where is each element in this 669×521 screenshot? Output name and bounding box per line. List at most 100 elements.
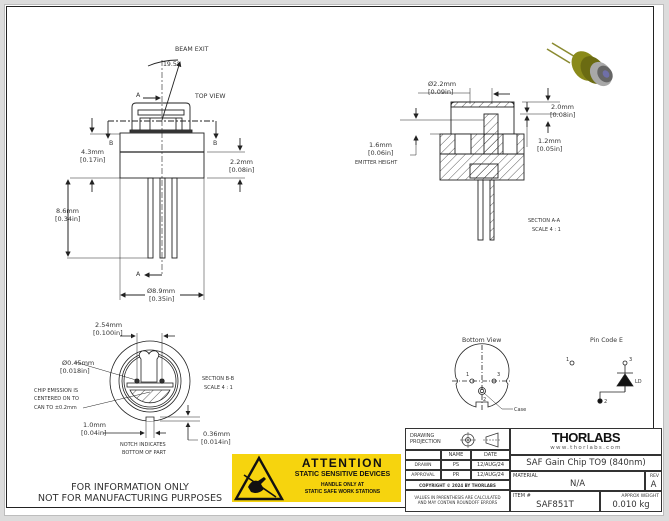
empty-header-cell	[405, 450, 441, 460]
drawn-label: DRAWN	[405, 460, 441, 470]
dim-2-2mm: 2.2mm	[230, 158, 253, 166]
pin-code-2: 2	[604, 399, 607, 405]
ld-label: LD	[635, 379, 642, 385]
section-bb-title: SECTION B-B	[202, 376, 235, 382]
sec-dia-2-2in: [0.09in]	[428, 88, 453, 96]
title-block: DRAWING PROJECTION NAME DATE DRAWN PS 12…	[405, 428, 662, 512]
pin-code-labels: Pin Code E 1 3 2 LD	[566, 337, 642, 405]
b-2-54in: [0.100in]	[93, 329, 123, 337]
disclaimer: FOR INFORMATION ONLY NOT FOR MANUFACTURI…	[30, 482, 230, 504]
notch-note-2: BOTTOM OF PART	[122, 450, 167, 456]
rev-cell: REV A	[645, 471, 662, 491]
b-0-36in: [0.014in]	[201, 438, 231, 446]
projection-label: DRAWING PROJECTION	[410, 433, 441, 445]
emitter-height-label: EMITTER HEIGHT	[355, 160, 398, 166]
section-bb-scale: SCALE 4 : 1	[204, 385, 233, 391]
pin-code-1: 1	[566, 357, 569, 363]
esd-line-2: STATIC SAFE WORK STATIONS	[304, 489, 381, 495]
dim-8-6mm: 8.6mm	[56, 207, 79, 215]
top-view-label: TOP VIEW	[194, 93, 225, 100]
chip-emission-note-3: CAN TO ±0.2mm	[34, 405, 77, 411]
b-0-36mm: 0.36mm	[203, 430, 230, 438]
item-label: ITEM #	[513, 493, 531, 499]
sec-2-0mm: 2.0mm	[551, 103, 574, 111]
section-aa-title: SECTION A-A	[528, 218, 561, 224]
b-1-0mm: 1.0mm	[83, 421, 106, 429]
approval-date: 12/AUG/24	[471, 470, 510, 480]
material-cell: MATERIAL N/A	[510, 471, 645, 491]
case-label: Case	[514, 407, 526, 413]
section-b-marker-left: B	[109, 140, 113, 147]
pin-code-schematic	[569, 360, 634, 404]
website: www.thorlabs.com	[550, 445, 622, 451]
sec-dia-2-2mm: Ø2.2mm	[428, 80, 456, 88]
copyright: COPYRIGHT © 2024 BY THORLABS	[405, 480, 510, 490]
dim-2-2in: [0.08in]	[229, 166, 254, 174]
notch-note-1: NOTCH INDICATES	[120, 442, 166, 448]
thorlabs-logo: THORLABS	[551, 430, 621, 445]
item-number: SAF851T	[536, 500, 574, 510]
section-a-a-view	[400, 88, 560, 241]
values-note-1: VALUES IN PARENTHESIS ARE CALCULATED	[414, 495, 501, 500]
section-b-marker-right: B	[213, 140, 217, 147]
sec-1-6in: [0.06in]	[368, 149, 393, 157]
bottom-view-labels: Bottom View 1 3 2 Case	[462, 337, 526, 413]
projection-cell: DRAWING PROJECTION	[405, 428, 510, 450]
bottom-pin3-label: 3	[497, 372, 500, 378]
date-header: DATE	[471, 450, 510, 460]
sec-1-2mm: 1.2mm	[538, 137, 561, 145]
b-2-54mm: 2.54mm	[95, 321, 122, 329]
approval-label: APPROVAL	[405, 470, 441, 480]
bottom-pin2-label: 2	[483, 397, 486, 403]
pin-code-title: Pin Code E	[590, 337, 623, 344]
projection-symbol-icon	[460, 432, 501, 448]
section-a-a-labels: Ø2.2mm [0.09in] 2.0mm [0.08in] 1.2mm [0.…	[355, 80, 575, 233]
dim-8-9in: [0.35in]	[149, 295, 174, 303]
drawn-date: 12/AUG/24	[471, 460, 510, 470]
dim-8-9mm: Ø8.9mm	[147, 287, 175, 295]
material-label: MATERIAL	[513, 473, 538, 479]
bottom-pin1-label: 1	[466, 372, 469, 378]
weight-value: 0.010 kg	[612, 500, 650, 510]
chip-emission-note-1: CHIP EMISSION IS	[34, 388, 78, 394]
beam-exit-label: BEAM EXIT	[175, 46, 209, 53]
section-b-b-view	[74, 333, 200, 441]
esd-title: ATTENTION	[301, 456, 384, 470]
drawing-border	[6, 6, 654, 508]
sec-1-6mm: 1.6mm	[369, 141, 392, 149]
sec-1-2in: [0.05in]	[537, 145, 562, 153]
values-note-2: AND MAY CONTAIN ROUNDOFF ERRORS	[417, 500, 498, 505]
bottom-view-title: Bottom View	[462, 337, 501, 344]
sec-2-0in: [0.08in]	[550, 111, 575, 119]
disclaimer-line-1: FOR INFORMATION ONLY	[71, 482, 189, 493]
angle-label: 19.5°	[163, 60, 180, 68]
esd-line-1: HANDLE ONLY AT	[320, 482, 365, 488]
brand-cell: THORLABS www.thorlabs.com	[510, 428, 662, 455]
bottom-view	[452, 343, 513, 410]
b-0-45mm: Ø0.45mm	[62, 359, 94, 367]
weight-cell: APPROX WEIGHT 0.010 kg	[600, 491, 662, 512]
section-a-marker-bottom: A	[136, 271, 141, 278]
disclaimer-line-2: NOT FOR MANUFACTURING PURPOSES	[37, 493, 223, 504]
approval-name: PR	[441, 470, 471, 480]
item-cell: ITEM # SAF851T	[510, 491, 600, 512]
weight-label: APPROX WEIGHT	[621, 494, 659, 499]
dim-8-6in: [0.34in]	[55, 215, 80, 223]
section-b-b-labels: 2.54mm [0.100in] Ø0.45mm [0.018in] CHIP …	[34, 321, 235, 456]
drawing-title: SAF Gain Chip TO9 (840nm)	[510, 455, 662, 471]
section-aa-scale: SCALE 4 : 1	[532, 227, 561, 233]
to9-package-3d-image	[546, 42, 613, 87]
esd-hand-icon	[234, 455, 284, 501]
pin-code-3: 3	[629, 357, 632, 363]
drawn-name: PS	[441, 460, 471, 470]
rev-label: REV	[649, 474, 659, 479]
dim-4-3mm: 4.3mm	[81, 148, 104, 156]
section-a-marker: A	[136, 92, 141, 99]
esd-warning-label: ATTENTION STATIC SENSITIVE DEVICES HANDL…	[232, 454, 401, 502]
dim-4-3in: [0.17in]	[80, 156, 105, 164]
esd-subtitle: STATIC SENSITIVE DEVICES	[294, 471, 391, 478]
rev-value: A	[650, 480, 657, 490]
front-view	[65, 59, 245, 300]
name-header: NAME	[441, 450, 471, 460]
